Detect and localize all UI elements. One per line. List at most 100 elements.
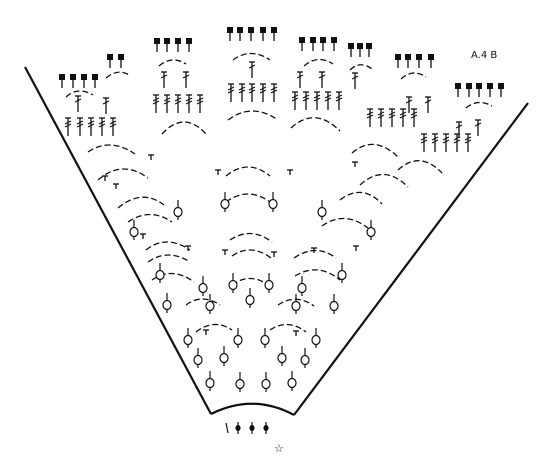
chain-arc: [277, 298, 315, 307]
block-treble-symbol: [260, 27, 266, 41]
chain-oval-symbol: [235, 372, 245, 392]
chain-oval-symbol: [260, 328, 270, 348]
chain-arc: [232, 52, 271, 61]
chain-arc: [185, 298, 221, 306]
treble-symbol: [351, 72, 359, 89]
chain-arc: [87, 144, 136, 155]
chain-oval-symbol: [198, 276, 208, 296]
block-treble-symbol: [455, 83, 461, 97]
treble-symbol: [296, 71, 304, 88]
chain-arc: [397, 160, 443, 174]
treble-symbol: [185, 94, 193, 113]
single-crochet-symbol: [140, 233, 146, 239]
block-treble-symbol: [487, 83, 493, 97]
chain-arc: [465, 101, 493, 109]
block-treble-symbol: [118, 54, 124, 68]
treble-symbol: [424, 96, 432, 113]
treble-symbol: [102, 97, 110, 114]
chain-oval-symbol: [311, 328, 321, 348]
chain-oval-symbol: [300, 348, 310, 368]
block-treble-symbol: [348, 43, 354, 57]
chain-arc: [105, 71, 130, 79]
treble-symbol: [238, 83, 246, 102]
treble-symbol: [87, 117, 95, 136]
block-treble-symbol: [164, 38, 170, 52]
treble-symbol: [182, 71, 190, 88]
single-crochet-symbol: [287, 169, 293, 175]
treble-symbol: [313, 91, 321, 110]
single-crochet-symbol: [352, 161, 358, 167]
chart-label: A.4 B: [471, 50, 498, 61]
chain-oval-symbol: [287, 371, 297, 391]
chain-oval-symbol: [233, 328, 243, 348]
block-treble-symbol: [310, 37, 316, 51]
block-treble-symbol: [92, 74, 98, 88]
chain-arc: [195, 323, 233, 333]
chain-arc: [359, 173, 409, 188]
chain-arc: [161, 121, 207, 135]
single-crochet-symbol: [113, 183, 119, 189]
single-crochet-symbol: [203, 329, 209, 335]
chain-arc: [227, 110, 279, 121]
block-treble-symbol: [395, 54, 401, 68]
chain-arc: [117, 196, 165, 209]
block-treble-symbol: [357, 43, 363, 57]
chain-arc: [147, 254, 191, 263]
start-marker: ☆: [274, 442, 284, 455]
single-crochet-symbol: [311, 247, 317, 253]
chain-arc: [321, 217, 369, 229]
block-treble-symbol: [154, 38, 160, 52]
treble-symbol: [196, 94, 204, 113]
treble-symbol: [76, 117, 84, 136]
stitch-symbols: [59, 27, 504, 434]
chain-arc: [294, 269, 341, 281]
single-crochet-symbol: [148, 154, 154, 160]
block-treble-symbol: [227, 27, 233, 41]
block-treble-symbol: [248, 27, 254, 41]
treble-symbol: [474, 119, 482, 136]
treble-symbol: [405, 96, 413, 113]
treble-symbol: [431, 133, 439, 152]
treble-symbol: [248, 61, 256, 78]
block-treble-symbol: [59, 74, 65, 88]
block-treble-symbol: [366, 43, 372, 57]
single-crochet-symbol: [222, 249, 228, 255]
slip-stitch-symbol: [263, 422, 269, 434]
chain-arc: [339, 191, 383, 205]
treble-symbol: [98, 117, 106, 136]
chain-arc: [225, 166, 271, 177]
chain-oval-symbol: [162, 293, 172, 313]
block-treble-symbol: [498, 83, 504, 97]
single-crochet-symbol: [102, 175, 108, 181]
chain-oval-symbol: [329, 294, 339, 314]
chain-arc: [65, 90, 94, 98]
chain-arc: [225, 193, 271, 203]
treble-symbol: [453, 133, 461, 152]
treble-symbol: [248, 83, 256, 102]
block-treble-symbol: [405, 54, 411, 68]
chain-oval-symbol: [261, 372, 271, 392]
fan-outline: [24, 66, 529, 416]
chain-oval-symbol: [173, 200, 183, 220]
chain-oval-symbol: [277, 346, 287, 366]
treble-symbol: [160, 71, 168, 88]
treble-symbol: [259, 83, 267, 102]
treble-symbol: [420, 133, 428, 152]
slip-stitch-symbol: [249, 422, 255, 434]
chain-oval-symbol: [129, 220, 139, 240]
block-treble-symbol: [237, 27, 243, 41]
single-crochet-symbol: [185, 245, 191, 251]
block-treble-symbol: [416, 54, 422, 68]
chain-arc: [145, 241, 191, 251]
treble-symbol: [152, 94, 160, 113]
chain-oval-symbol: [297, 276, 307, 296]
treble-symbol: [64, 117, 72, 136]
treble-symbol: [399, 108, 407, 127]
block-treble-symbol: [320, 37, 326, 51]
chain-arc: [231, 249, 272, 259]
chain-oval-symbol: [228, 273, 238, 293]
slip-stitch-symbol: [235, 422, 241, 434]
block-treble-symbol: [175, 38, 181, 52]
